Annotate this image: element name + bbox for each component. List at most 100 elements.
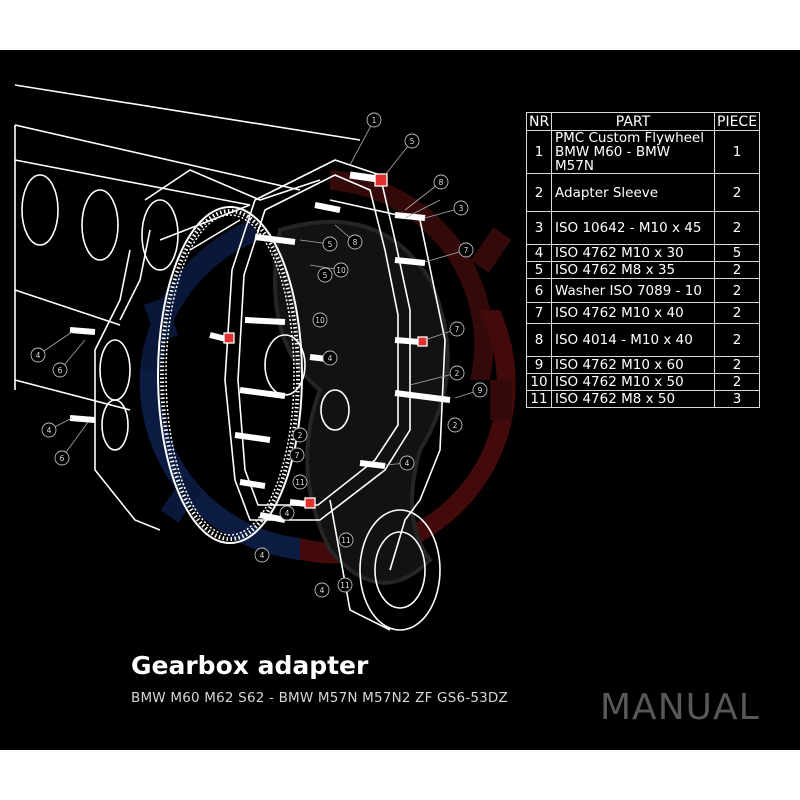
row-part: Adapter Sleeve (551, 173, 715, 212)
callout-circle (338, 532, 354, 548)
callout-circle (322, 350, 338, 366)
callout-circle (292, 427, 308, 443)
callout-circle (433, 174, 449, 190)
page-subtitle: BMW M60 M62 S62 - BMW M57N M57N2 ZF GS6-… (131, 690, 508, 706)
row-part-line1: Washer ISO 7089 - 10 (555, 282, 702, 299)
callout-number: 4 (405, 459, 410, 468)
callout-circle (449, 365, 465, 381)
callout-number: 4 (328, 354, 333, 363)
callout-circle (41, 422, 57, 438)
callout-number: 6 (60, 454, 65, 463)
callout-circle (458, 242, 474, 258)
callout-circle (317, 267, 333, 283)
callout-number: 2 (453, 421, 458, 430)
row-part-line1: ISO 4762 M8 x 35 (555, 262, 676, 278)
callout-number: 7 (455, 325, 460, 334)
callout-circle (447, 417, 463, 433)
row-part-line1: ISO 4014 - M10 x 40 (555, 332, 693, 348)
row-nr: 4 (526, 244, 552, 262)
callout-number: 3 (459, 204, 464, 213)
callout-circle (472, 382, 488, 398)
row-part-line1: ISO 4762 M10 x 50 (555, 374, 684, 390)
header-piece: PIECE (714, 112, 760, 131)
callout-number: 2 (455, 369, 460, 378)
row-part-line1: ISO 4762 M10 x 30 (555, 245, 684, 261)
row-part-line1: Adapter Sleeve (555, 184, 659, 201)
row-piece: 2 (714, 373, 760, 391)
callout-circle (54, 450, 70, 466)
callout-circle (453, 200, 469, 216)
callout-circle (52, 362, 68, 378)
callout-circle (322, 236, 338, 252)
callout-number: 8 (353, 238, 358, 247)
row-part-line1: ISO 10642 - M10 x 45 (555, 220, 702, 236)
header-nr: NR (526, 112, 552, 131)
callout-circle (314, 582, 330, 598)
callout-number: 1 (372, 116, 377, 125)
callout-circle (254, 547, 270, 563)
callout-number: 2 (298, 431, 303, 440)
row-part-line1: ISO 4762 M8 x 50 (555, 391, 676, 407)
row-part: ISO 4014 - M10 x 40 (551, 323, 715, 357)
callout-circle (289, 447, 305, 463)
callout-circle (279, 505, 295, 521)
callout-number: 9 (478, 386, 483, 395)
page-title: Gearbox adapter (131, 651, 369, 680)
row-piece: 1 (714, 130, 760, 174)
row-part: ISO 4762 M10 x 60 (551, 356, 715, 374)
table-header-row: NR PART PIECE (526, 112, 760, 131)
callout-circle (292, 474, 308, 490)
callout-number: 4 (260, 551, 265, 560)
callout-number: 5 (323, 271, 328, 280)
row-nr: 2 (526, 173, 552, 212)
row-nr: 10 (526, 373, 552, 391)
row-nr: 8 (526, 323, 552, 357)
callout-circle (449, 321, 465, 337)
row-part: ISO 4762 M10 x 40 (551, 302, 715, 324)
callout-circle (366, 112, 382, 128)
callout-number: 5 (410, 137, 415, 146)
header-part: PART (551, 112, 715, 131)
callout-circle (30, 347, 46, 363)
callout-number: 7 (464, 246, 469, 255)
callout-number: 7 (295, 451, 300, 460)
row-part: ISO 4762 M10 x 30 (551, 244, 715, 262)
flywheel-ring-gear (157, 206, 303, 544)
callout-circle (312, 312, 328, 328)
row-nr: 5 (526, 261, 552, 279)
callout-number: 11 (340, 581, 350, 590)
callout-circle (337, 577, 353, 593)
row-piece: 2 (714, 173, 760, 212)
row-nr: 9 (526, 356, 552, 374)
row-piece: 2 (714, 356, 760, 374)
callout-number: 10 (315, 316, 325, 325)
bolts (69, 171, 451, 523)
engine-block-drawing (14, 84, 361, 531)
callout-number: 11 (295, 478, 305, 487)
callout-number: 11 (341, 536, 351, 545)
callout-number: 10 (336, 266, 346, 275)
callout-circle (399, 455, 415, 471)
row-nr: 7 (526, 302, 552, 324)
callout-circle (404, 133, 420, 149)
callout-number: 6 (58, 366, 63, 375)
row-piece: 2 (714, 261, 760, 279)
callout-number: 4 (320, 586, 325, 595)
row-part-line2: BMW M60 - BMW M57N (555, 144, 671, 174)
